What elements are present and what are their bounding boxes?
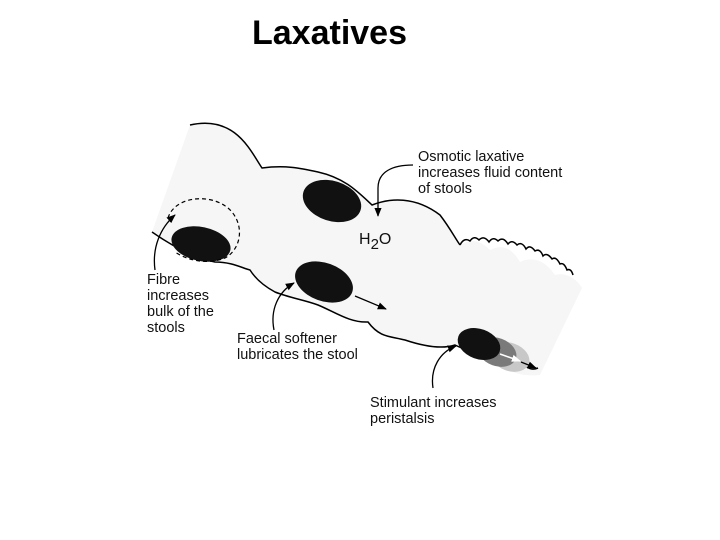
stool-fibre xyxy=(171,226,231,262)
intestine-bottom-wall xyxy=(151,231,491,356)
stimulant-arrow-inner xyxy=(499,353,521,362)
stool-softened xyxy=(295,261,353,303)
stool-stimulant xyxy=(457,328,501,360)
slide-title: Laxatives xyxy=(252,14,407,52)
softener-leader-arrow xyxy=(272,282,295,331)
water-o: O xyxy=(379,231,391,248)
stool-upper xyxy=(302,179,362,223)
intestine-body xyxy=(152,123,582,376)
water-h: H xyxy=(359,231,371,248)
fibre-line-4: stools xyxy=(147,320,185,336)
water-subscript: 2 xyxy=(371,236,379,253)
stimulant-line-2: peristalsis xyxy=(370,411,434,427)
softener-line-1: Faecal softener xyxy=(237,331,337,347)
osmotic-label: Osmotic laxative increases fluid content… xyxy=(418,149,566,197)
softener-line-2: lubricates the stool xyxy=(237,347,358,363)
water-label: H2O xyxy=(359,231,391,253)
stimulant-leader-arrow xyxy=(431,345,457,389)
osmotic-line-3: of stools xyxy=(418,181,472,197)
intestine-haustra xyxy=(459,237,574,276)
fibre-line-2: increases xyxy=(147,288,209,304)
fibre-leader-arrow xyxy=(153,214,176,271)
osmotic-line-2: increases fluid content xyxy=(418,165,562,181)
stimulant-label: Stimulant increases peristalsis xyxy=(370,395,501,427)
stimulant-motion-arrow xyxy=(520,361,537,369)
stimulant-line-1: Stimulant increases xyxy=(370,395,497,411)
softener-motion-arrow xyxy=(354,295,387,310)
fibre-label: Fibre increases bulk of the stools xyxy=(147,272,218,336)
fibre-bulk-outline xyxy=(167,198,241,262)
fibre-line-3: bulk of the xyxy=(147,304,214,320)
softener-label: Faecal softener lubricates the stool xyxy=(237,331,358,363)
osmotic-line-1: Osmotic laxative xyxy=(418,149,524,165)
intestine-top-wall xyxy=(189,122,461,246)
osmotic-leader-arrow xyxy=(374,164,414,217)
fibre-line-1: Fibre xyxy=(147,272,180,288)
